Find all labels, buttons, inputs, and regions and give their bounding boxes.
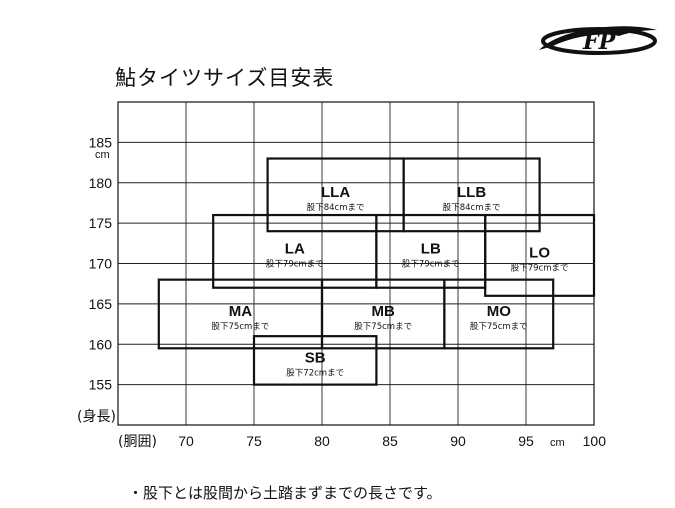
y-unit-label: cm (95, 149, 110, 161)
plot-border (117, 101, 595, 426)
x-tick-label: 85 (382, 433, 398, 449)
size-box-mb: MB 股下75cmまで (320, 278, 446, 350)
size-inseam-label: 股下75cmまで (470, 322, 528, 332)
x-unit-label: cm (550, 437, 565, 449)
size-name-label: LO (529, 244, 550, 261)
y-tick-label: 165 (89, 296, 113, 312)
size-box-outline (402, 157, 541, 233)
y-tick-label: 180 (89, 175, 113, 191)
size-name-label: MA (229, 303, 252, 320)
chart-frame (117, 101, 595, 426)
x-tick-label: 70 (178, 433, 194, 449)
x-tick-label: 75 (246, 433, 262, 449)
size-box-lb: LB 股下79cmまで (375, 213, 487, 289)
size-name-label: LA (285, 240, 305, 257)
y-axis-label: (身長) (77, 409, 116, 425)
size-inseam-label: 股下79cmまで (266, 259, 324, 269)
brand-logo: FP (539, 26, 657, 55)
size-inseam-label: 股下75cmまで (212, 322, 270, 332)
size-name-label: LLB (457, 184, 486, 201)
x-tick-label: 100 (583, 433, 607, 449)
size-inseam-label: 股下79cmまで (402, 259, 460, 269)
y-tick-label: 160 (89, 336, 113, 352)
y-tick-label: 175 (89, 215, 113, 231)
size-inseam-label: 股下75cmまで (354, 322, 412, 332)
size-box-sb: SB 股下72cmまで (252, 335, 378, 386)
x-tick-label: 95 (518, 433, 534, 449)
size-box-outline (443, 278, 555, 350)
size-inseam-label: 股下84cmまで (307, 203, 365, 213)
size-chart: LLA 股下84cmまで LLB 股下84cmまで LA 股下79cmまで LB 股下79cm… (77, 101, 606, 450)
y-axis-ticks: 155 160 165 170 175 180 185 (89, 134, 113, 392)
size-inseam-label: 股下79cmまで (511, 263, 569, 273)
x-axis-ticks: 70 75 80 85 90 95 100 (178, 433, 606, 449)
y-tick-label: 170 (89, 256, 113, 272)
size-box-lla: LLA 股下84cmまで (266, 157, 405, 233)
size-inseam-label: 股下84cmまで (443, 203, 501, 213)
size-name-label: MO (487, 303, 511, 320)
logo-oval-icon (541, 27, 657, 55)
logo-text: FP (582, 29, 617, 55)
inseam-note: ・股下とは股間から土踏まずまでの長さです。 (128, 484, 442, 502)
size-box-outline (252, 335, 378, 386)
y-tick-label: 185 (89, 134, 113, 150)
size-name-label: MB (372, 303, 395, 320)
chart-title: 鮎タイツサイズ目安表 (115, 66, 335, 90)
size-box-llb: LLB 股下84cmまで (402, 157, 541, 233)
size-name-label: SB (305, 349, 326, 366)
size-name-label: LLA (321, 184, 350, 201)
x-axis-label: (胴囲) (118, 434, 157, 450)
size-boxes: LLA 股下84cmまで LLB 股下84cmまで LA 股下79cmまで LB 股下79cm… (157, 157, 596, 386)
chart-grid (118, 102, 594, 425)
size-box-la: LA 股下79cmまで (212, 213, 378, 289)
size-name-label: LB (421, 240, 441, 257)
size-inseam-label: 股下72cmまで (286, 368, 344, 378)
y-tick-label: 155 (89, 377, 113, 393)
x-tick-label: 90 (450, 433, 466, 449)
size-box-mo: MO 股下75cmまで (443, 278, 555, 350)
x-tick-label: 80 (314, 433, 330, 449)
size-box-ma: MA 股下75cmまで (157, 278, 324, 350)
